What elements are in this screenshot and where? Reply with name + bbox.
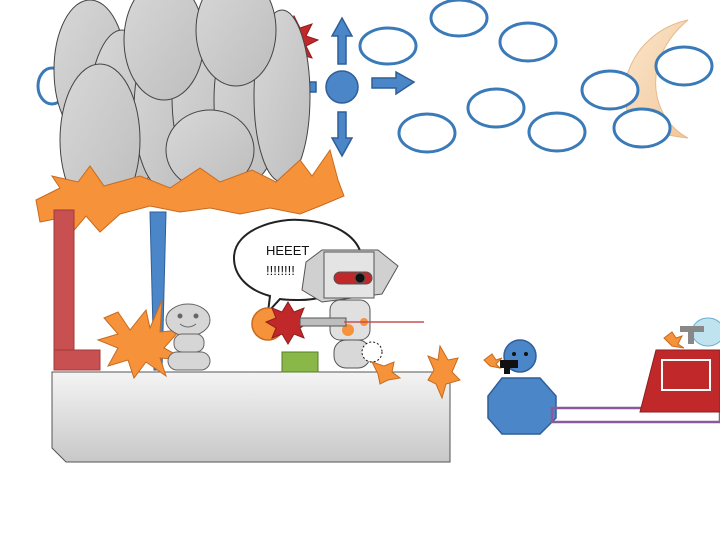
gray-robot: [165, 303, 211, 371]
explosion-left: [96, 299, 187, 380]
cloud: [358, 26, 418, 66]
fire-strip: [35, 148, 345, 242]
player-snowman[interactable]: [487, 339, 557, 435]
cloud: [397, 112, 457, 154]
cloud: [580, 69, 640, 111]
red-cart: [639, 349, 720, 413]
cloud: [527, 111, 587, 153]
enemy-turret: [663, 317, 720, 349]
sky-clouds: [36, 0, 714, 154]
red-pillar-foot: [53, 349, 101, 371]
green-box: [281, 351, 319, 373]
arrow-right-icon[interactable]: [371, 70, 416, 96]
cloud: [429, 0, 489, 38]
gear-icon: [361, 341, 383, 363]
cloud: [466, 87, 526, 129]
cloud: [654, 45, 714, 87]
cloud: [612, 107, 672, 149]
cloud: [498, 21, 558, 63]
smoke-cloud: [53, 0, 311, 217]
speech-line-2: !!!!!!!!: [266, 263, 295, 278]
red-pillar: [53, 209, 75, 371]
armored-robot: [299, 249, 399, 369]
rail-track: [550, 406, 720, 424]
platform: [51, 371, 451, 463]
speech-line-1: HEEET: [266, 243, 309, 258]
arrow-down-icon[interactable]: [330, 111, 354, 158]
dpad-arrows-icon[interactable]: [270, 16, 416, 158]
arrow-up-icon[interactable]: [330, 16, 354, 65]
explosion-small-1: [371, 361, 402, 385]
explosion-small-2: [427, 344, 461, 400]
red-burst-small: [264, 301, 312, 345]
muzzle-flash: [483, 353, 503, 369]
dpad-center-button[interactable]: [325, 70, 359, 104]
